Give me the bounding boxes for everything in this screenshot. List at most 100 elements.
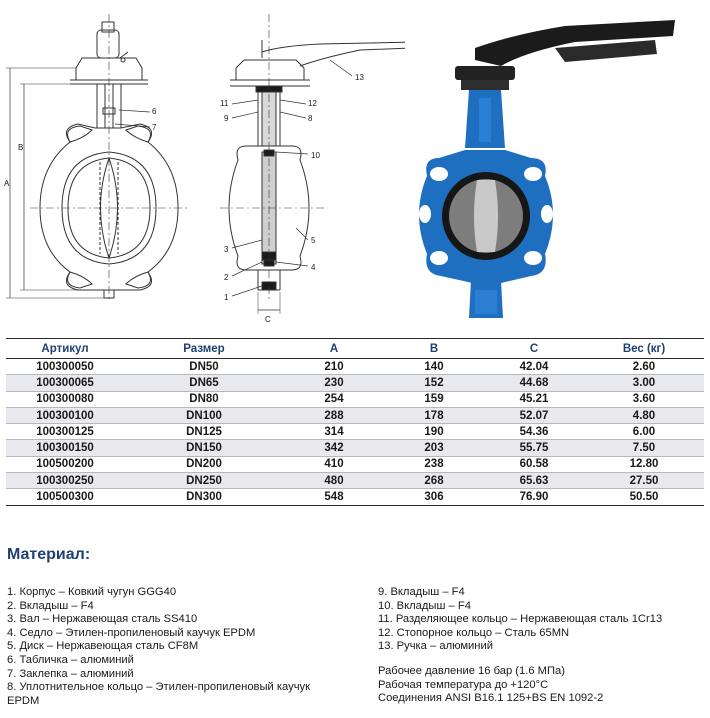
cell-article: 100500300 [6,488,124,506]
cell-b: 140 [384,358,484,376]
materials-list-left: 1. Корпус – Ковкий чугун GGG40 2. Вклады… [7,586,337,708]
material-item: 1. Корпус – Ковкий чугун GGG40 [7,586,177,598]
cell-a: 288 [284,407,384,425]
callout-7: 7 [152,123,157,132]
cell-size: DN150 [124,439,284,457]
material-item: 5. Диск – Нержавеющая сталь CF8M [7,640,199,653]
materials-list-right: 9. Вкладыш – F4 10. Вкладыш – F4 11. Раз… [378,586,708,706]
cell-article: 100300100 [6,407,124,425]
callout-13: 13 [355,73,364,82]
cell-b: 190 [384,423,484,441]
spec-table: Артикул Размер A B C Вес (кг) 100300050 … [6,338,704,506]
material-item: 11. Разделяющее кольцо – Нержавеющая ста… [378,613,663,626]
cell-size: DN200 [124,456,284,474]
callout-2: 2 [224,273,229,282]
cell-article: 100300080 [6,391,124,408]
cell-article: 100300065 [6,374,124,392]
dim-b-label: B [18,143,23,152]
cell-a: 548 [284,488,384,506]
cell-size: DN50 [124,358,284,376]
cell-a: 210 [284,358,384,376]
cell-weight: 27.50 [584,472,704,490]
cell-b: 178 [384,407,484,425]
dim-c-label: C [265,315,271,324]
cell-weight: 12.80 [584,456,704,474]
callout-4: 4 [311,263,316,272]
col-header-a: A [329,342,339,355]
table-header-row: Артикул Размер A B C Вес (кг) [6,338,704,359]
cell-article: 100300250 [6,472,124,490]
cell-size: DN65 [124,374,284,392]
callout-10: 10 [311,151,320,160]
cell-size: DN100 [124,407,284,425]
material-item: 8. Уплотнительное кольцо – Этилен-пропил… [7,681,311,707]
spec-note: Рабочая температура до +120°C [378,678,549,691]
cell-weight: 3.60 [584,391,704,408]
material-item: 12. Стопорное кольцо – Сталь 65MN [378,626,570,639]
cell-b: 306 [384,488,484,506]
table-row: 100300250 DN250 480 268 65.63 27.50 [6,472,704,490]
spec-note: Соединения ANSI B16.1 125+BS EN 1092-2 [378,692,604,705]
cell-c: 54.36 [484,423,584,441]
product-figure: A B C 6 7 11 9 12 8 10 3 5 4 2 1 13 [0,0,710,330]
materials-heading: Материал: [7,546,91,563]
callout-5: 5 [311,236,316,245]
technical-drawing: A B C 6 7 11 9 12 8 10 3 5 4 2 1 13 [4,14,421,324]
material-item: 10. Вкладыш – F4 [378,599,471,612]
col-header-c: C [529,342,539,355]
col-header-weight: Вес (кг) [622,342,666,355]
cell-weight: 4.80 [584,407,704,425]
callout-6: 6 [152,107,157,116]
dim-a-label: A [4,179,10,188]
col-header-article: Артикул [41,342,89,355]
cell-weight: 2.60 [584,358,704,376]
cell-article: 100300050 [6,358,124,376]
cell-size: DN80 [124,391,284,408]
callout-8: 8 [308,114,313,123]
cell-c: 52.07 [484,407,584,425]
table-row: 100300065 DN65 230 152 44.68 3.00 [6,374,704,392]
callout-11: 11 [220,99,229,108]
cell-a: 314 [284,423,384,441]
spacer [378,654,708,665]
table-row: 100500300 DN300 548 306 76.90 50.50 [6,488,704,506]
cell-a: 342 [284,439,384,457]
material-item: 4. Седло – Этилен-пропиленовый каучук EP… [7,626,256,639]
spec-note: Рабочее давление 16 бар (1.6 МПа) [378,664,565,677]
callout-3: 3 [224,245,229,254]
cell-c: 60.58 [484,456,584,474]
material-item: 9. Вкладыш – F4 [378,586,465,598]
material-item: 3. Вал – Нержавеющая сталь SS410 [7,613,198,626]
cell-a: 254 [284,391,384,408]
table-row: 100300150 DN150 342 203 55.75 7.50 [6,439,704,457]
cell-weight: 6.00 [584,423,704,441]
cell-a: 230 [284,374,384,392]
material-item: 2. Вкладыш – F4 [7,599,94,612]
cell-size: DN250 [124,472,284,490]
table-row: 100500200 DN200 410 238 60.58 12.80 [6,456,704,474]
cell-weight: 3.00 [584,374,704,392]
cell-c: 45.21 [484,391,584,408]
cell-b: 159 [384,391,484,408]
cell-size: DN300 [124,488,284,506]
cell-b: 268 [384,472,484,490]
material-item: 7. Заклепка – алюминий [7,667,134,680]
table-row: 100300100 DN100 288 178 52.07 4.80 [6,407,704,425]
cell-size: DN125 [124,423,284,441]
cell-a: 480 [284,472,384,490]
cell-article: 100500200 [6,456,124,474]
table-row: 100300080 DN80 254 159 45.21 3.60 [6,391,704,408]
cell-b: 238 [384,456,484,474]
cell-article: 100300125 [6,423,124,441]
cell-a: 410 [284,456,384,474]
table-row: 100300050 DN50 210 140 42.04 2.60 [6,358,704,376]
cell-c: 42.04 [484,358,584,376]
cell-weight: 50.50 [584,488,704,506]
cell-b: 203 [384,439,484,457]
callout-9: 9 [224,114,229,123]
callout-12: 12 [308,99,317,108]
cell-c: 44.68 [484,374,584,392]
front-view [6,14,190,300]
col-header-size: Размер [183,342,225,355]
col-header-b: B [429,342,439,355]
